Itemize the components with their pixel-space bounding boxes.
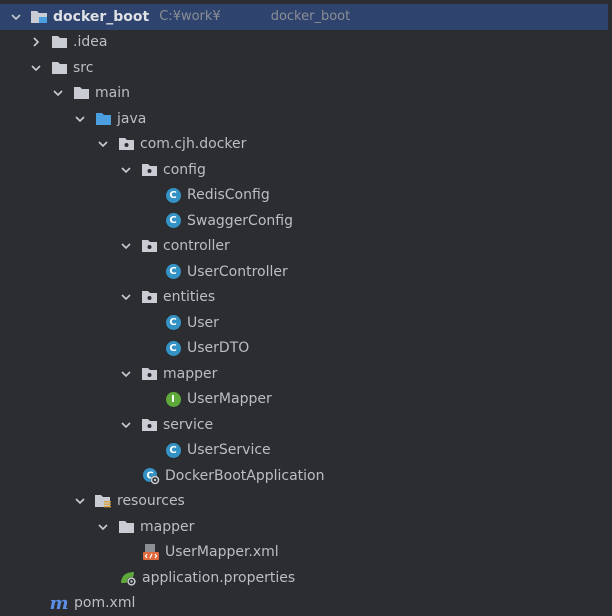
file-label: application.properties	[142, 569, 296, 586]
tree-row-project-root[interactable]: docker_boot C:¥work¥ docker_boot	[0, 4, 608, 30]
package-label: entities	[163, 289, 216, 306]
chevron-down-icon[interactable]	[118, 238, 134, 254]
class-icon: C	[164, 442, 182, 458]
tree-row-package-root[interactable]: com.cjh.docker	[0, 132, 608, 158]
folder-label: src	[73, 59, 94, 76]
folder-icon	[50, 60, 68, 76]
class-icon: C	[164, 340, 182, 356]
tree-row-app-properties[interactable]: application.properties	[0, 565, 608, 591]
chevron-down-icon[interactable]	[118, 289, 134, 305]
package-icon	[117, 136, 135, 152]
package-label: controller	[163, 238, 230, 255]
chevron-down-icon[interactable]	[95, 519, 111, 535]
interface-label: UserMapper	[187, 391, 272, 408]
tree-row-resources[interactable]: resources	[0, 489, 608, 515]
chevron-down-icon[interactable]	[28, 60, 44, 76]
chevron-down-icon[interactable]	[72, 493, 88, 509]
project-name: docker_boot	[53, 8, 150, 25]
resources-folder-icon	[94, 493, 112, 509]
tree-row-user-dto[interactable]: C UserDTO	[0, 336, 608, 362]
chevron-down-icon[interactable]	[95, 136, 111, 152]
chevron-down-icon[interactable]	[8, 9, 24, 25]
tree-row-service[interactable]: service	[0, 412, 608, 438]
folder-label: java	[117, 110, 147, 127]
tree-row-mapper[interactable]: mapper	[0, 361, 608, 387]
tree-row-resources-mapper[interactable]: mapper	[0, 514, 608, 540]
project-path-suffix: docker_boot	[270, 9, 351, 25]
tree-row-idea[interactable]: .idea	[0, 30, 608, 56]
package-icon	[140, 366, 158, 382]
project-path-prefix: C:¥work¥	[159, 9, 221, 25]
module-folder-icon	[30, 9, 48, 25]
class-icon: C	[164, 187, 182, 203]
class-icon: C	[164, 264, 182, 280]
package-icon	[140, 289, 158, 305]
tree-row-app-class[interactable]: C DockerBootApplication	[0, 463, 608, 489]
spring-boot-class-icon: C	[142, 467, 160, 485]
spring-properties-icon	[119, 570, 137, 586]
class-label: UserDTO	[187, 340, 250, 357]
chevron-down-icon[interactable]	[118, 417, 134, 433]
folder-label: mapper	[140, 518, 195, 535]
class-label: UserService	[187, 442, 271, 459]
tree-row-swagger-config[interactable]: C SwaggerConfig	[0, 208, 608, 234]
package-icon	[140, 238, 158, 254]
folder-icon	[117, 519, 135, 535]
tree-row-java[interactable]: java	[0, 106, 608, 132]
package-label: config	[163, 161, 206, 178]
tree-row-user[interactable]: C User	[0, 310, 608, 336]
file-label: pom.xml	[74, 595, 136, 612]
class-label: DockerBootApplication	[165, 467, 325, 484]
interface-icon: I	[164, 391, 182, 407]
package-label: mapper	[163, 365, 218, 382]
chevron-down-icon[interactable]	[50, 85, 66, 101]
maven-icon: m	[49, 592, 69, 614]
svg-text:C: C	[146, 470, 153, 481]
tree-row-user-service[interactable]: C UserService	[0, 438, 608, 464]
tree-row-redis-config[interactable]: C RedisConfig	[0, 183, 608, 209]
tree-row-main[interactable]: main	[0, 81, 608, 107]
folder-label: main	[95, 85, 130, 102]
folder-icon	[72, 85, 90, 101]
folder-label: .idea	[73, 34, 108, 51]
tree-row-entities[interactable]: entities	[0, 285, 608, 311]
class-label: RedisConfig	[187, 187, 270, 204]
chevron-down-icon[interactable]	[118, 366, 134, 382]
tree-row-src[interactable]: src	[0, 55, 608, 81]
class-icon: C	[164, 213, 182, 229]
chevron-down-icon[interactable]	[72, 111, 88, 127]
package-label: com.cjh.docker	[140, 136, 247, 153]
tree-row-config[interactable]: config	[0, 157, 608, 183]
class-label: User	[187, 314, 219, 331]
tree-row-user-mapper-xml[interactable]: UserMapper.xml	[0, 540, 608, 566]
tree-row-user-mapper[interactable]: I UserMapper	[0, 387, 608, 413]
xml-file-icon	[142, 544, 160, 561]
class-icon: C	[164, 315, 182, 331]
chevron-right-icon[interactable]	[28, 34, 44, 50]
tree-row-pom[interactable]: m pom.xml	[0, 591, 608, 616]
source-folder-icon	[94, 111, 112, 127]
package-icon	[140, 417, 158, 433]
package-icon	[140, 162, 158, 178]
package-label: service	[163, 416, 214, 433]
class-label: SwaggerConfig	[187, 212, 293, 229]
tree-row-controller[interactable]: controller	[0, 234, 608, 260]
project-tree: docker_boot C:¥work¥ docker_boot .idea s…	[0, 4, 608, 616]
chevron-down-icon[interactable]	[118, 162, 134, 178]
folder-label: resources	[117, 493, 185, 510]
tree-row-user-controller[interactable]: C UserController	[0, 259, 608, 285]
folder-icon	[50, 34, 68, 50]
file-label: UserMapper.xml	[165, 544, 279, 561]
class-label: UserController	[187, 263, 288, 280]
